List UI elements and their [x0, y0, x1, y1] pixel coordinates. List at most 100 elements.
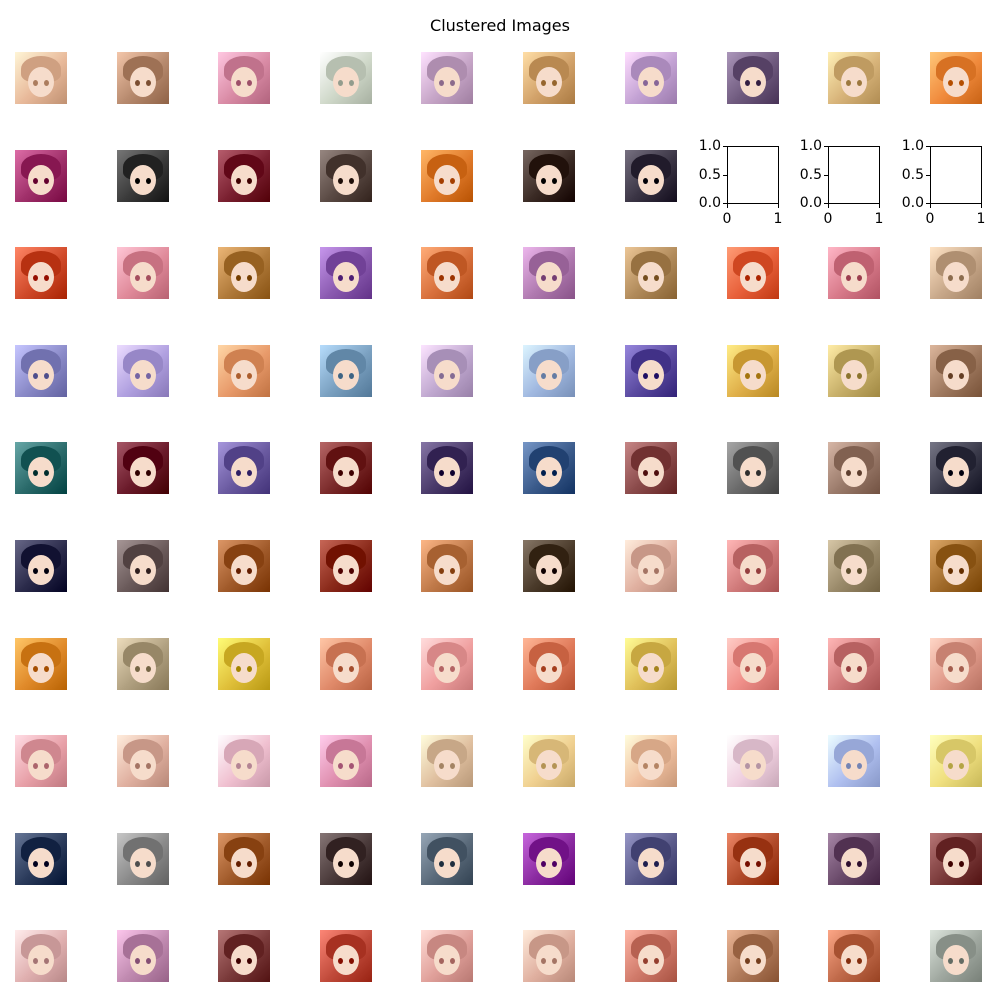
thumbnail-eye-shape: [959, 470, 964, 476]
thumbnail-face-shape: [333, 262, 359, 292]
thumbnail-eye-shape: [247, 275, 252, 281]
thumbnail-face-shape: [740, 67, 766, 97]
y-tick-label: 1.0: [698, 138, 721, 154]
thumbnail-eye-shape: [654, 178, 659, 184]
thumbnail-eye-shape: [857, 373, 862, 379]
cluster-image-thumbnail: [15, 930, 67, 982]
thumbnail-eye-shape: [541, 80, 546, 86]
cluster-image-thumbnail: [421, 735, 473, 787]
thumbnail-eye-shape: [439, 666, 444, 672]
thumbnail-face-shape: [740, 360, 766, 390]
thumbnail-eye-shape: [450, 80, 455, 86]
thumbnail-eye-shape: [643, 763, 648, 769]
cluster-image-thumbnail: [828, 442, 880, 494]
thumbnail-eye-shape: [44, 666, 49, 672]
thumbnail-eye-shape: [439, 958, 444, 964]
cluster-image-thumbnail: [727, 442, 779, 494]
cluster-image-thumbnail: [320, 345, 372, 397]
thumbnail-eye-shape: [948, 373, 953, 379]
cluster-image-thumbnail: [15, 345, 67, 397]
thumbnail-eye-shape: [247, 666, 252, 672]
thumbnail-eye-shape: [349, 80, 354, 86]
thumbnail-eye-shape: [135, 861, 140, 867]
thumbnail-face-shape: [28, 67, 54, 97]
thumbnail-eye-shape: [450, 275, 455, 281]
thumbnail-eye-shape: [541, 178, 546, 184]
cluster-image-thumbnail: [320, 833, 372, 885]
thumbnail-eye-shape: [643, 275, 648, 281]
thumbnail-face-shape: [130, 165, 156, 195]
thumbnail-eye-shape: [349, 958, 354, 964]
thumbnail-eye-shape: [745, 373, 750, 379]
cluster-image-thumbnail: [320, 442, 372, 494]
cluster-image-thumbnail: [727, 930, 779, 982]
thumbnail-face-shape: [943, 360, 969, 390]
thumbnail-face-shape: [231, 555, 257, 585]
thumbnail-eye-shape: [959, 373, 964, 379]
thumbnail-face-shape: [231, 653, 257, 683]
thumbnail-eye-shape: [857, 958, 862, 964]
cluster-image-thumbnail: [930, 247, 982, 299]
thumbnail-eye-shape: [846, 763, 851, 769]
thumbnail-face-shape: [740, 457, 766, 487]
thumbnail-face-shape: [130, 360, 156, 390]
thumbnail-eye-shape: [236, 666, 241, 672]
x-tick-mark: [981, 204, 982, 208]
x-tick-label: 0: [925, 211, 935, 227]
thumbnail-eye-shape: [349, 275, 354, 281]
thumbnail-face-shape: [333, 653, 359, 683]
cluster-image-thumbnail: [117, 930, 169, 982]
thumbnail-eye-shape: [247, 470, 252, 476]
thumbnail-eye-shape: [948, 568, 953, 574]
thumbnail-eye-shape: [349, 568, 354, 574]
cluster-image-thumbnail: [930, 735, 982, 787]
thumbnail-face-shape: [536, 165, 562, 195]
cluster-image-thumbnail: [218, 735, 270, 787]
thumbnail-face-shape: [130, 750, 156, 780]
cluster-image-thumbnail: [218, 833, 270, 885]
thumbnail-eye-shape: [948, 861, 953, 867]
cluster-image-thumbnail: [930, 540, 982, 592]
thumbnail-face-shape: [943, 457, 969, 487]
thumbnail-eye-shape: [846, 958, 851, 964]
cluster-image-thumbnail: [930, 833, 982, 885]
thumbnail-eye-shape: [247, 568, 252, 574]
thumbnail-face-shape: [130, 67, 156, 97]
thumbnail-face-shape: [434, 750, 460, 780]
thumbnail-face-shape: [28, 457, 54, 487]
cluster-image-thumbnail: [523, 247, 575, 299]
cluster-image-thumbnail: [625, 833, 677, 885]
thumbnail-eye-shape: [247, 861, 252, 867]
cluster-image-thumbnail: [320, 52, 372, 104]
thumbnail-face-shape: [28, 945, 54, 975]
thumbnail-eye-shape: [450, 373, 455, 379]
thumbnail-eye-shape: [541, 763, 546, 769]
cluster-image-thumbnail: [625, 540, 677, 592]
y-tick-label: 0.5: [901, 166, 924, 183]
cluster-image-thumbnail: [625, 930, 677, 982]
thumbnail-face-shape: [28, 262, 54, 292]
cluster-image-thumbnail: [625, 247, 677, 299]
thumbnail-eye-shape: [654, 958, 659, 964]
thumbnail-eye-shape: [236, 861, 241, 867]
cluster-image-thumbnail: [523, 52, 575, 104]
thumbnail-eye-shape: [552, 568, 557, 574]
thumbnail-eye-shape: [33, 568, 38, 574]
y-tick-label: 0.5: [799, 166, 822, 183]
thumbnail-face-shape: [943, 262, 969, 292]
cluster-image-thumbnail: [15, 442, 67, 494]
thumbnail-face-shape: [231, 67, 257, 97]
cluster-image-thumbnail: [117, 345, 169, 397]
cluster-image-thumbnail: [218, 638, 270, 690]
thumbnail-face-shape: [740, 945, 766, 975]
thumbnail-eye-shape: [756, 470, 761, 476]
thumbnail-face-shape: [638, 555, 664, 585]
cluster-image-thumbnail: [625, 150, 677, 202]
cluster-image-thumbnail: [421, 540, 473, 592]
thumbnail-eye-shape: [146, 958, 151, 964]
thumbnail-eye-shape: [756, 275, 761, 281]
thumbnail-face-shape: [231, 945, 257, 975]
cluster-image-thumbnail: [218, 442, 270, 494]
thumbnail-eye-shape: [857, 80, 862, 86]
